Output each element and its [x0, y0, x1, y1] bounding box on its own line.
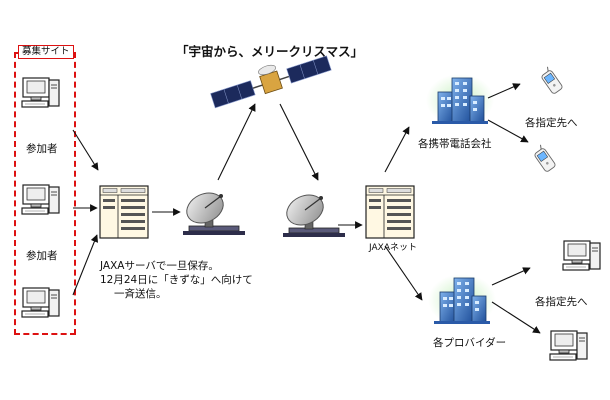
destination-label: 各指定先へ [535, 296, 588, 308]
kizuna-satellite-icon [210, 55, 332, 109]
destination-label: 各指定先へ [525, 117, 578, 129]
arrow-jaxanet-to-carrier [384, 126, 410, 173]
diagram-title: 「宇宙から、メリークリスマス」 [176, 44, 364, 59]
participant-pc-icon [21, 184, 60, 215]
recruitment-site-label: 募集サイト [18, 45, 74, 60]
jaxa-server-note: JAXAサーバで一旦保存。 12月24日に「きずな」へ向けて 一斉送信。 [100, 260, 253, 302]
provider-building-icon [427, 273, 497, 327]
participant-pc-icon [21, 77, 60, 108]
jaxa-note-line: 一斉送信。 [114, 287, 167, 300]
mobile-carrier-label: 各携帯電話会社 [418, 138, 492, 150]
arrow-dish-to-satellite [217, 103, 256, 181]
jaxa-note-line: 12月24日に「きずな」へ向けて [100, 273, 253, 286]
destination-pc-icon [562, 240, 601, 271]
uplink-dish-icon [181, 186, 246, 236]
jaxa-note-line: JAXAサーバで一旦保存。 [100, 260, 219, 272]
participant-label: 参加者 [26, 250, 58, 262]
arrow-satellite-to-dish [279, 103, 319, 181]
mobile-phone-icon [537, 65, 564, 95]
participant-pc-icon [21, 287, 60, 318]
jaxa-net-server-icon [365, 185, 415, 239]
arrow-provider-to-pc [491, 301, 541, 334]
arrow-participant3-to-server [72, 234, 99, 296]
downlink-dish-icon [281, 188, 346, 238]
destination-pc-icon [549, 330, 588, 361]
participant-label: 参加者 [26, 143, 58, 155]
arrow-provider-to-pc [491, 267, 531, 286]
arrow-jaxanet-to-provider [384, 245, 423, 301]
jaxa-server-icon [99, 185, 149, 239]
mobile-phone-icon [530, 143, 557, 173]
mobile-carrier-building-icon [425, 73, 495, 127]
arrow-carrier-to-phone [487, 119, 529, 143]
provider-label: 各プロバイダー [433, 337, 507, 349]
arrow-participant1-to-server [72, 129, 99, 171]
arrow-carrier-to-phone [487, 83, 521, 99]
jaxa-net-label: JAXAネット [369, 243, 417, 253]
